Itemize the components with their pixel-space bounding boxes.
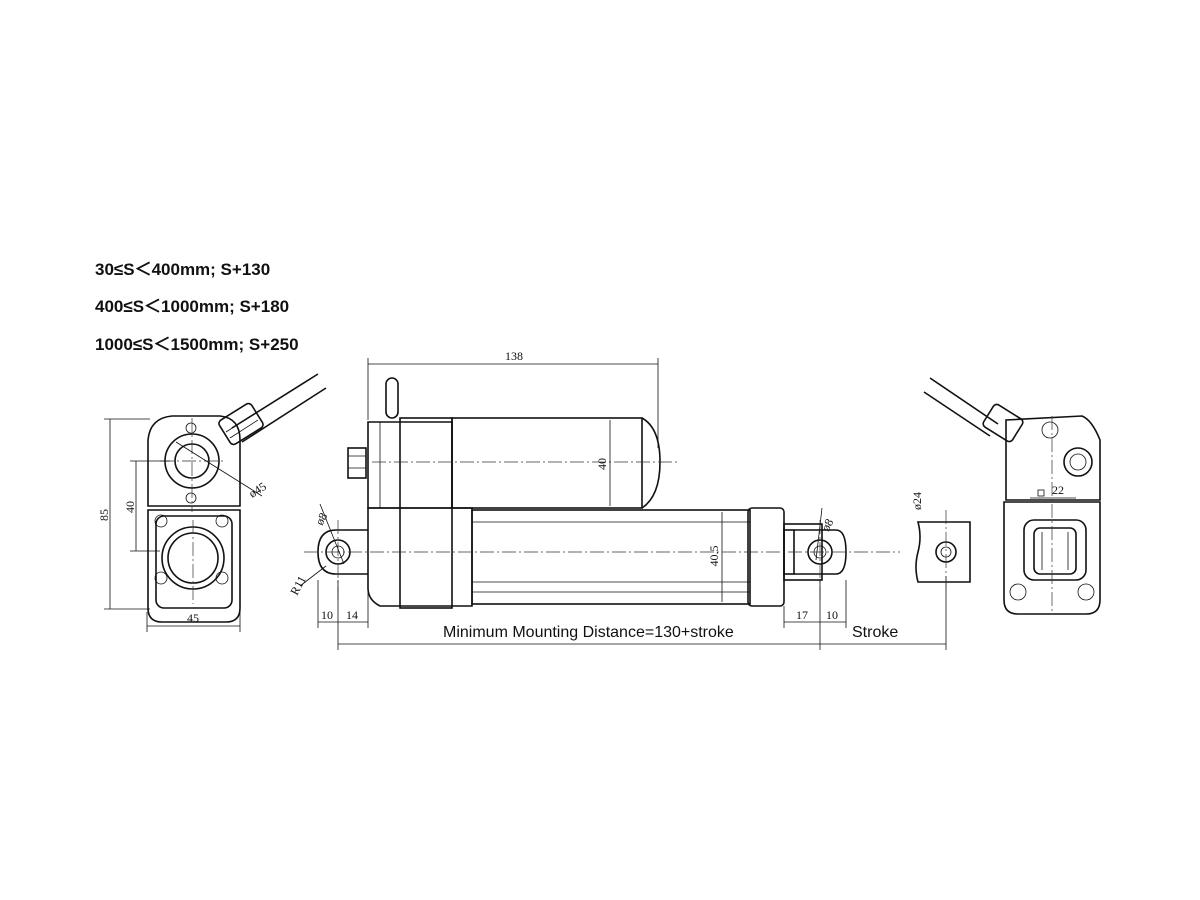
stroke-note-1: 30≤S＜400mm; S+130 [95, 260, 271, 279]
left-dim-height: 85 [97, 509, 111, 521]
side-dim-tube: 40.5 [707, 546, 721, 567]
stroke-note-3: 1000≤S＜1500mm; S+250 [95, 335, 299, 354]
stroke-caption: Stroke [852, 624, 898, 641]
side-dim-rear-a: 10 [321, 608, 333, 622]
left-dim-width: 45 [187, 611, 199, 625]
side-dim-rear-b: 14 [346, 608, 358, 622]
side-dim-hole-rear: ø8 [312, 510, 330, 527]
side-dim-hole-front: ø8 [818, 516, 836, 533]
left-end-view: 85 40 45 ø45 [97, 373, 327, 632]
side-dim-front-a: 17 [796, 608, 808, 622]
left-dim-inner: 40 [123, 501, 137, 513]
rod-end-diameter: ø24 [910, 492, 924, 510]
side-dim-front-b: 10 [826, 608, 838, 622]
side-dim-motor: 40 [595, 458, 609, 470]
left-dim-diameter: ø45 [246, 479, 269, 500]
rod-end-view: ø24 [910, 492, 971, 596]
stroke-note-2: 400≤S＜1000mm; S+180 [95, 297, 290, 316]
right-dim-width: 22 [1052, 483, 1064, 497]
side-dim-radius: R11 [287, 574, 309, 598]
side-dim-length: 138 [505, 349, 523, 363]
side-view: 138 40 40.5 ø8 ø8 R11 10 14 17 10 Minimu… [287, 349, 947, 650]
right-end-view: 22 [923, 377, 1101, 615]
mounting-distance-caption: Minimum Mounting Distance=130+stroke [443, 624, 734, 641]
